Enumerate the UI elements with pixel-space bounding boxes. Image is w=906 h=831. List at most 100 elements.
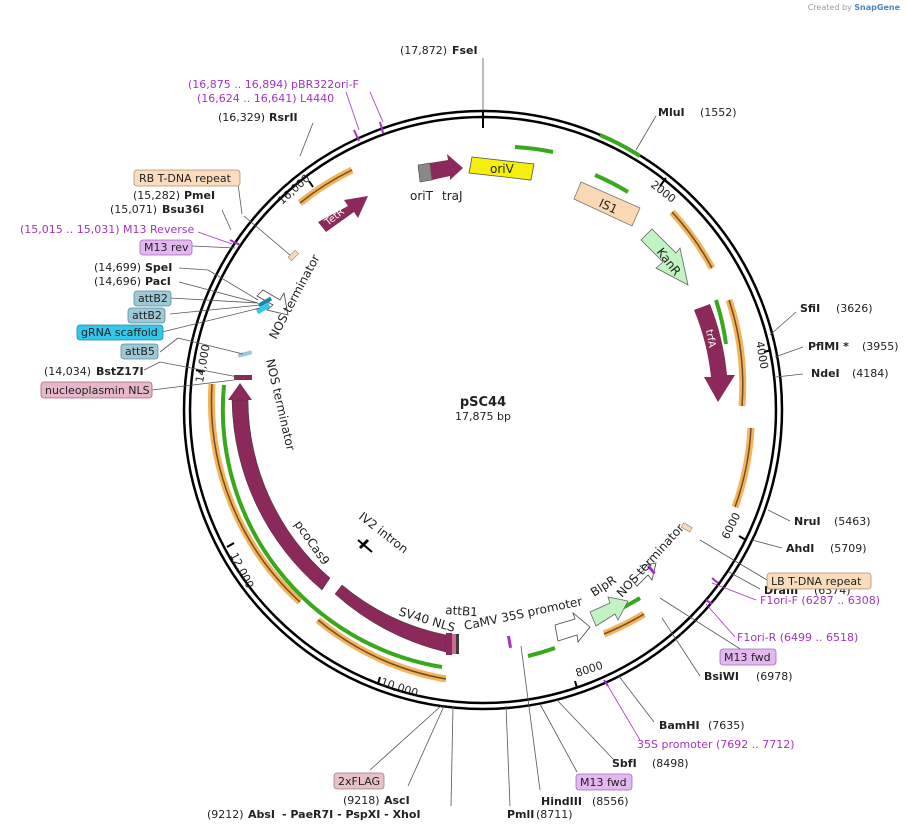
site-mlui-pos: (1552) <box>700 106 737 119</box>
box-m13-fwd-b-label: M13 fwd <box>580 776 627 789</box>
site-sbfi[interactable]: SbfI (8498) <box>612 757 689 770</box>
label-trfa: trfA <box>703 329 717 349</box>
iv2-intron-line <box>357 539 373 553</box>
site-pmli[interactable]: PmlI (8711) <box>507 808 573 821</box>
box-attb2-a[interactable]: attB2 <box>133 290 172 307</box>
site-nrui-name: NruI <box>794 515 821 528</box>
sv40-nls-block <box>446 633 452 655</box>
orf-orange-right-line <box>734 427 752 508</box>
site-fsei[interactable]: (17,872) FseI <box>400 44 478 57</box>
primer-f1ori-f[interactable]: F1ori-F (6287 .. 6308) <box>760 594 880 607</box>
camv-green-arc <box>527 646 556 658</box>
attb2-block <box>257 296 273 308</box>
trfa-green-arc <box>714 299 728 345</box>
site-bamhi-name: BamHI <box>659 719 700 732</box>
box-flag-bg <box>333 772 385 790</box>
site-asci[interactable]: (9218) AscI <box>343 794 410 807</box>
is1-box <box>573 181 641 227</box>
leader-rb-tdna <box>237 183 243 215</box>
site-sfii-pos: (3626) <box>836 302 873 315</box>
box-m13-rev-label: M13 rev <box>144 241 189 254</box>
site-ndei-name: NdeI <box>811 367 840 380</box>
feature-arcs <box>207 133 755 683</box>
primer-m13-reverse[interactable]: (15,015 .. 15,031) M13 Reverse <box>20 223 194 236</box>
box-nucleoplasmin-nls[interactable]: nucleoplasmin NLS <box>40 381 153 399</box>
lb-tdna-block <box>680 522 693 533</box>
nos-terminator-top-arrow <box>256 289 289 316</box>
box-flag-label: 2xFLAG <box>338 775 380 788</box>
leader-pflmi <box>774 346 804 358</box>
site-nrui[interactable]: NruI (5463) <box>794 515 871 528</box>
box-m13-fwd-a[interactable]: M13 fwd <box>719 648 777 666</box>
site-bamhi[interactable]: BamHI (7635) <box>659 719 745 732</box>
leader-bamhi <box>617 674 655 723</box>
site-pmei[interactable]: (15,282) PmeI <box>133 189 215 202</box>
site-pflmi[interactable]: PflMI * (3955) <box>808 340 899 353</box>
box-m13-rev[interactable]: M13 rev <box>139 239 193 256</box>
tetr-arrow <box>318 196 368 232</box>
leader-spei <box>178 267 209 271</box>
site-ahdi[interactable]: AhdI (5709) <box>786 542 867 555</box>
leader-draiii <box>728 571 761 590</box>
site-bstz17i[interactable]: (14,034) BstZ17I <box>44 365 144 378</box>
box-grna-scaffold[interactable]: gRNA scaffold <box>76 324 164 341</box>
tick-8000 <box>574 680 578 689</box>
label-iv2: IV2 intron <box>356 509 411 556</box>
site-sfii[interactable]: SfiI (3626) <box>800 302 873 315</box>
box-m13-fwd-b[interactable]: M13 fwd <box>575 773 633 791</box>
site-mlui[interactable]: MluI (1552) <box>658 106 737 119</box>
leader-bstz17i-2 <box>159 361 239 378</box>
leader-asci <box>407 705 445 787</box>
site-bsiwi[interactable]: BsiWI (6978) <box>704 670 793 683</box>
leader-lines <box>143 58 804 807</box>
site-paci-pos: (14,696) <box>94 275 141 288</box>
primer-m13rev-mark <box>229 239 241 246</box>
site-ndei[interactable]: NdeI (4184) <box>811 367 889 380</box>
leader-m13fwd-b <box>539 703 578 773</box>
primer-f1ori-r[interactable]: F1ori-R (6499 .. 6518) <box>737 631 858 644</box>
site-rsrii[interactable]: (16,329) RsrII <box>218 111 298 124</box>
site-absi[interactable]: (9212) AbsI - PaeR7I - PspXI - XhoI <box>207 808 421 821</box>
site-bsu36i-name: Bsu36I <box>162 203 204 216</box>
primer-l4440[interactable]: (16,624 .. 16,641) L4440 <box>197 92 334 105</box>
label-traj: traJ <box>442 189 463 203</box>
primer-35s-promoter[interactable]: 35S promoter (7692 .. 7712) <box>637 738 795 751</box>
box-attb5-label: attB5 <box>125 345 155 358</box>
label-orit: oriT <box>410 189 434 203</box>
site-sbfi-pos: (8498) <box>652 757 689 770</box>
box-lb-tdna-label: LB T-DNA repeat <box>771 575 862 588</box>
scale-ticks <box>195 111 772 689</box>
primer-pbr322ori-f[interactable]: (16,875 .. 16,894) pBR322ori-F <box>188 78 359 91</box>
leader-sbfi <box>556 699 615 761</box>
pcocas9-arc <box>231 399 331 591</box>
leader-m13rev-range <box>197 231 233 245</box>
leader-ndei <box>775 373 804 378</box>
box-attb2-b[interactable]: attB2 <box>127 307 166 324</box>
primer-pbr322-mark <box>353 129 360 142</box>
site-bsu36i[interactable]: (15,071) Bsu36I <box>110 203 204 216</box>
box-grna-bg <box>76 324 164 341</box>
box-2xflag[interactable]: 2xFLAG <box>333 772 385 790</box>
leader-m13fwd-a <box>659 597 746 653</box>
site-hindiii[interactable]: HindIII (8556) <box>541 795 629 808</box>
box-attb5[interactable]: attB5 <box>120 343 159 360</box>
primer-35s-mark <box>603 679 609 687</box>
box-rb-tdna[interactable]: RB T-DNA repeat <box>133 169 241 187</box>
site-pflmi-name: PflMI * <box>808 340 849 353</box>
orf-orange-right <box>731 427 755 509</box>
site-rsrii-name: RsrII <box>269 111 298 124</box>
leader-f1ori-f <box>711 582 757 601</box>
site-pmli-name: PmlI <box>507 808 534 821</box>
leader-pmei <box>243 215 291 256</box>
tick-2000 <box>659 177 667 187</box>
site-spei[interactable]: (14,699) SpeI <box>94 261 172 274</box>
traj-arrow <box>430 154 463 180</box>
tick-6000 <box>738 535 747 541</box>
site-bsiwi-pos: (6978) <box>756 670 793 683</box>
site-paci[interactable]: (14,696) PacI <box>94 275 171 288</box>
box-attb5-bg <box>120 343 159 360</box>
box-lb-tdna[interactable]: LB T-DNA repeat <box>766 572 872 590</box>
trfa-arrow <box>694 304 735 402</box>
leader-nrui <box>767 509 791 522</box>
iv2-intron-mark <box>358 538 370 550</box>
